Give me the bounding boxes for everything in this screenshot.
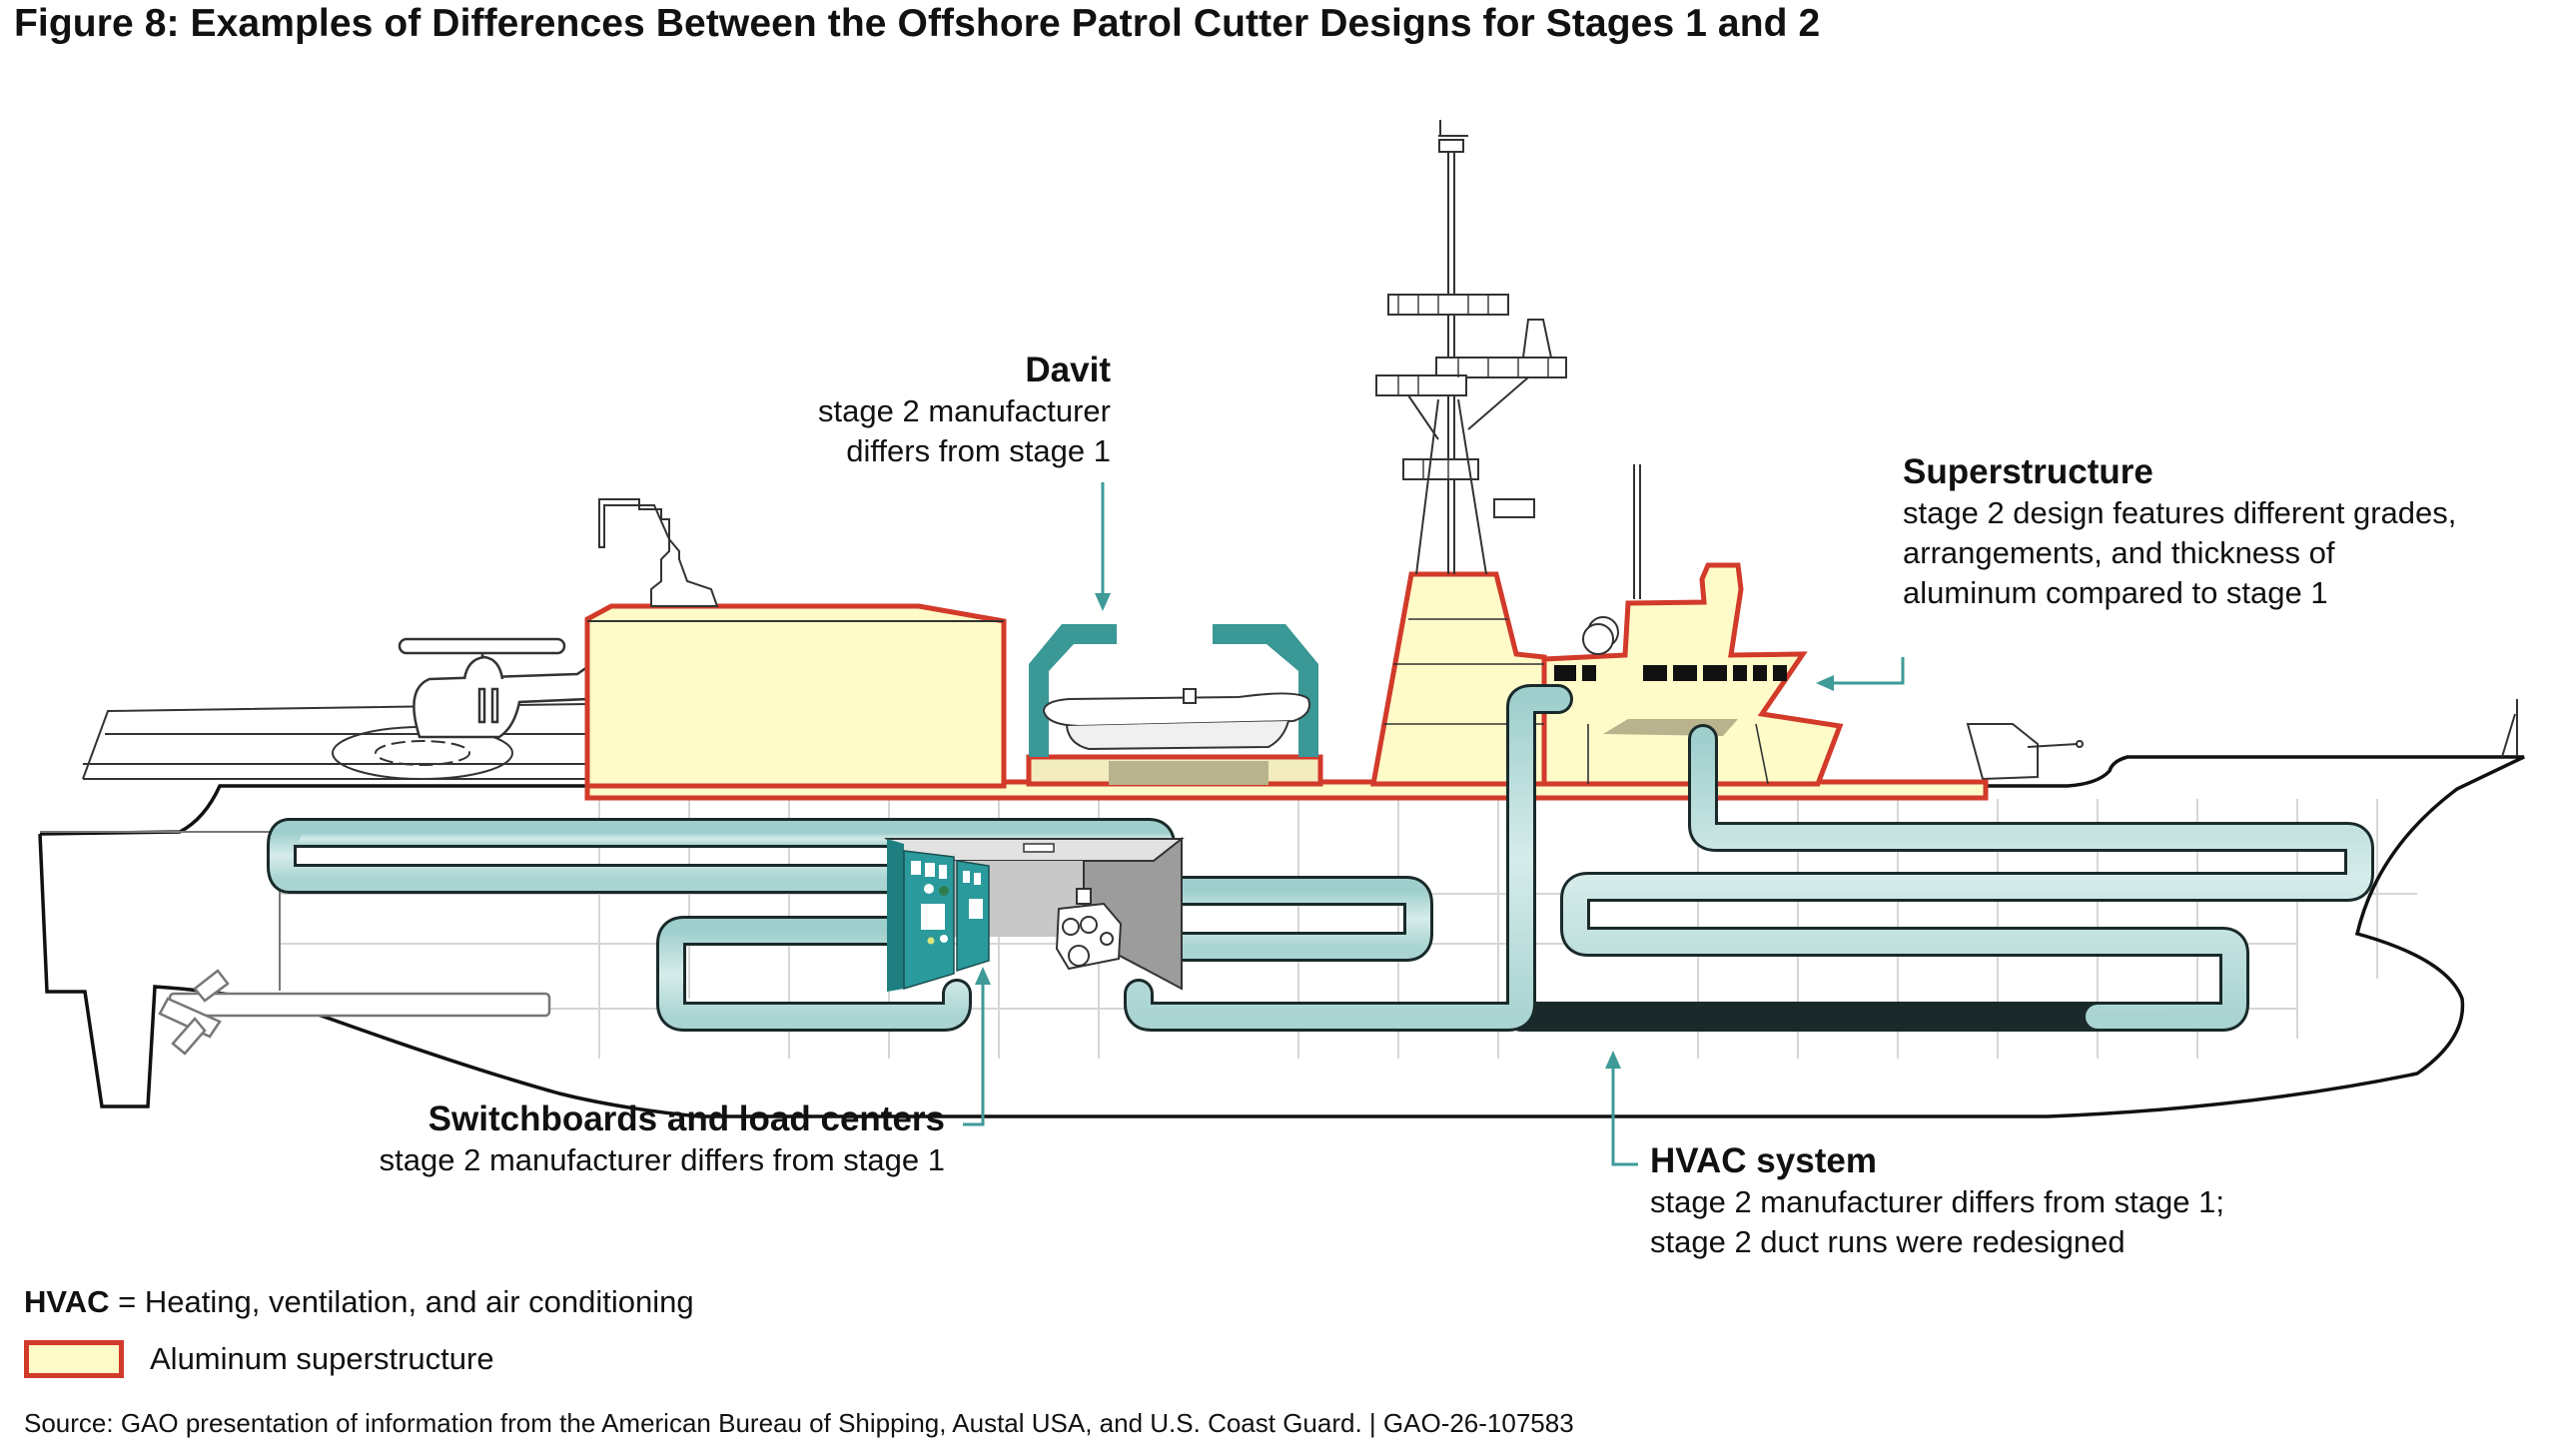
davit — [1029, 624, 1318, 757]
superstructure-arrow-head — [1816, 675, 1834, 691]
propeller-icon — [158, 969, 551, 1056]
legend-abbreviation-term: HVAC — [24, 1284, 110, 1319]
legend-aluminum-label: Aluminum superstructure — [150, 1341, 494, 1376]
callout-superstructure-line-2: arrangements, and thickness of — [1903, 535, 2335, 570]
aluminum-superstructure — [584, 498, 1989, 801]
radar-mast-icon — [1375, 120, 1641, 599]
hvac-arrow-head — [1605, 1051, 1621, 1069]
exhaust-domes — [1582, 616, 1619, 655]
rigid-hull-boat-icon — [1042, 688, 1310, 751]
stern-section — [40, 831, 281, 991]
helicopter-icon — [398, 637, 589, 739]
callout-hvac: HVAC system stage 2 manufacturer differs… — [1650, 1140, 2224, 1262]
legend-aluminum-swatch — [24, 1340, 124, 1378]
callout-superstructure-heading: Superstructure — [1903, 452, 2153, 491]
figure-title: Figure 8: Examples of Differences Betwee… — [14, 2, 1821, 45]
davit-arrow-head — [1095, 593, 1111, 611]
deckhouse-lines — [1383, 618, 1769, 785]
hangar — [584, 603, 1007, 789]
callout-switchboards-heading: Switchboards and load centers — [427, 1099, 945, 1138]
bridge-windows — [1554, 665, 1787, 681]
callout-arrows — [963, 482, 1905, 1166]
switchboards-arrow-line — [963, 981, 985, 1126]
callout-davit-line-2: differs from stage 1 — [846, 433, 1111, 468]
diesel-generator-icon — [1055, 888, 1123, 971]
hull — [38, 755, 2525, 1118]
callout-switchboards: Switchboards and load centers stage 2 ma… — [380, 1098, 945, 1180]
deck-gun-icon — [1966, 723, 2084, 781]
callout-hvac-line-1: stage 2 manufacturer differs from stage … — [1650, 1184, 2224, 1219]
callout-davit-line-1: stage 2 manufacturer — [818, 393, 1111, 428]
legend-abbreviation-definition: = Heating, ventilation, and air conditio… — [109, 1284, 694, 1319]
legend-abbreviation: HVAC = Heating, ventilation, and air con… — [24, 1284, 694, 1320]
callout-superstructure-line-1: stage 2 design features different grades… — [1903, 495, 2457, 530]
callout-superstructure: Superstructure stage 2 design features d… — [1903, 451, 2456, 613]
superstructure-arrow-line — [1830, 657, 1905, 685]
source-note: Source: GAO presentation of information … — [24, 1408, 1574, 1438]
callout-superstructure-line-3: aluminum compared to stage 1 — [1903, 575, 2328, 610]
callout-switchboards-line-1: stage 2 manufacturer differs from stage … — [379, 1142, 945, 1177]
callout-davit-heading: Davit — [1025, 351, 1111, 389]
jackstaff — [2501, 699, 2518, 758]
switchboard-panel-icon — [887, 839, 990, 992]
callout-hvac-heading: HVAC system — [1650, 1141, 1877, 1180]
switchboards-arrow-head — [975, 967, 991, 985]
callout-davit: Davit stage 2 manufacturer differs from … — [818, 350, 1111, 471]
hvac-arrow-line — [1611, 1065, 1638, 1166]
callout-hvac-line-2: stage 2 duct runs were redesigned — [1650, 1224, 2126, 1259]
hangar-crane — [598, 498, 719, 607]
